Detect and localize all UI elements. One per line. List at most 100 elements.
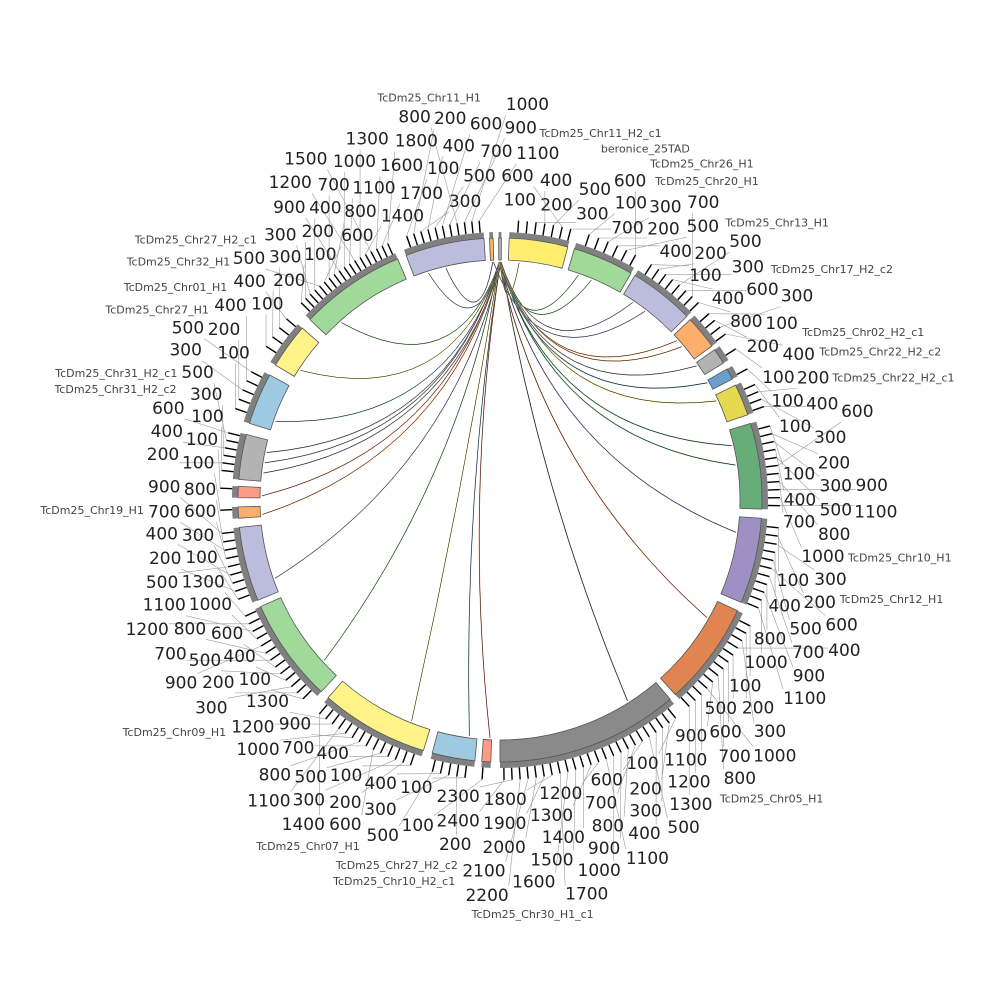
segment-TcDm25_Chr32_H1[interactable] — [300, 243, 407, 336]
tick-label: 600 — [746, 280, 778, 300]
segment-TcDm25_Chr20_H1[interactable] — [567, 234, 637, 293]
segment-ideogram[interactable] — [274, 327, 320, 377]
tick-label-leader — [773, 441, 820, 477]
tick-mark — [343, 266, 352, 278]
segment-TcDm25_Chr22_H2_c2[interactable] — [707, 366, 748, 390]
link-edge — [493, 262, 646, 338]
segment-ideogram[interactable] — [405, 238, 486, 277]
segment-ideogram[interactable] — [660, 600, 738, 696]
segment-TcDm25_Chr22_H2_c1[interactable] — [715, 382, 765, 423]
tick-label: 100 — [771, 391, 803, 411]
tick-label-leader — [761, 398, 815, 429]
tick-mark — [441, 225, 446, 238]
segment-ideogram[interactable] — [237, 485, 261, 499]
tick-label-leader — [773, 560, 790, 620]
segment-TcDm25_Chr07_H1[interactable] — [318, 680, 431, 766]
segment-TcDm25_Chr09_H1[interactable] — [244, 597, 337, 700]
segment-ideogram[interactable] — [327, 680, 431, 752]
segment-ideogram[interactable] — [623, 274, 688, 333]
segment-ideogram[interactable] — [715, 384, 749, 423]
segment-ideogram[interactable] — [309, 258, 407, 336]
tick-label: 800 — [174, 619, 206, 639]
segment-TcDm25_Chr30_H1_c1[interactable] — [499, 681, 677, 780]
segment-beronice_25TAD[interactable] — [498, 232, 502, 261]
link-edge — [324, 261, 500, 661]
tick-label: 1500 — [530, 850, 573, 870]
segment-TcDm25_Chr27_H1[interactable] — [221, 432, 269, 482]
tick-label: 400 — [784, 491, 816, 511]
segment-TcDm25_Chr19_H1[interactable] — [221, 524, 279, 603]
segment-label: beronice_25TAD — [601, 142, 690, 155]
tick-label-leader — [758, 387, 797, 393]
tick-mark — [677, 290, 687, 301]
tick-mark — [703, 673, 714, 683]
tick-label: 700 — [792, 643, 824, 663]
tick-label: 600 — [211, 624, 243, 644]
segment-ideogram[interactable] — [260, 597, 337, 693]
tick-mark — [635, 730, 644, 742]
tick-mark — [351, 727, 359, 739]
segment-ideogram[interactable] — [248, 374, 290, 431]
segment-TcDm25_Chr10_H2_c1[interactable] — [430, 731, 478, 778]
segment-TcDm25_Chr12_H1[interactable] — [720, 516, 779, 609]
tick-mark — [309, 293, 319, 304]
segment-ideogram[interactable] — [431, 731, 478, 762]
tick-label: 1200 — [667, 773, 710, 793]
segment-label: TcDm25_Chr11_H2_c1 — [539, 127, 662, 140]
tick-label-leader — [658, 717, 676, 755]
segment-ideogram[interactable] — [498, 237, 502, 261]
segment-ideogram[interactable] — [673, 319, 713, 360]
segment-TcDm25_Chr31_H2_c2[interactable] — [220, 505, 262, 519]
tick-mark — [260, 639, 272, 647]
tick-mark — [743, 383, 756, 391]
tick-mark — [629, 254, 637, 266]
tick-label: 1000 — [801, 547, 844, 567]
tick-label: 100 — [186, 430, 218, 450]
segment-TcDm25_Chr27_H2_c1[interactable] — [265, 318, 320, 377]
segment-TcDm25_Chr26_H1[interactable] — [507, 220, 572, 269]
segment-ideogram[interactable] — [499, 681, 671, 763]
segment-TcDm25_Chr27_H2_c2[interactable] — [481, 738, 493, 780]
tick-label: 900 — [165, 674, 197, 694]
tick-label: 600 — [470, 114, 502, 134]
tick-mark — [761, 440, 774, 445]
segment-ideogram[interactable] — [729, 422, 763, 510]
segment-ideogram[interactable] — [237, 505, 262, 519]
segment-ideogram[interactable] — [238, 433, 269, 482]
segment-ideogram[interactable] — [481, 738, 493, 763]
tick-label: 400 — [540, 171, 572, 191]
segment-ideogram[interactable] — [489, 237, 495, 261]
segment-TcDm25_Chr17_H2_c2[interactable] — [696, 346, 737, 376]
segment-ideogram[interactable] — [707, 368, 733, 390]
tick-mark — [750, 595, 762, 601]
tick-label: 100 — [729, 676, 761, 696]
tick-label: 100 — [402, 816, 434, 836]
tick-label: 1000 — [753, 747, 796, 767]
tick-label: 600 — [709, 723, 741, 743]
segment-ideogram[interactable] — [507, 237, 569, 269]
segment-TcDm25_Chr02_H2_c1[interactable] — [673, 313, 726, 360]
segment-TcDm25_Chr10_H1[interactable] — [729, 421, 780, 510]
segment-TcDm25_Chr01_H1[interactable] — [235, 371, 290, 431]
segment-TcDm25_Chr13_H1[interactable] — [623, 264, 699, 333]
tick-mark — [220, 487, 233, 490]
segment-ideogram[interactable] — [696, 349, 724, 376]
link — [498, 261, 708, 389]
tick-mark — [354, 260, 362, 272]
tick-label: 100 — [304, 245, 336, 265]
segment-ideogram[interactable] — [567, 248, 632, 293]
tick-label-leader — [479, 779, 505, 812]
tick-mark — [224, 447, 237, 451]
tick-label-leader — [217, 449, 221, 489]
tick-label-leader — [365, 226, 382, 255]
segment-TcDm25_Chr31_H2_c1[interactable] — [220, 485, 261, 499]
segment-ideogram[interactable] — [238, 524, 279, 601]
tick-mark — [305, 297, 315, 308]
segment-TcDm25_Chr05_H1[interactable] — [660, 600, 751, 707]
tick-label: 300 — [264, 225, 296, 245]
tick-mark — [365, 734, 373, 747]
segment-TcDm25_Chr11_H2_c1[interactable] — [489, 232, 495, 261]
segment-ideogram[interactable] — [720, 516, 762, 603]
segment-TcDm25_Chr11_H1[interactable] — [403, 220, 486, 277]
